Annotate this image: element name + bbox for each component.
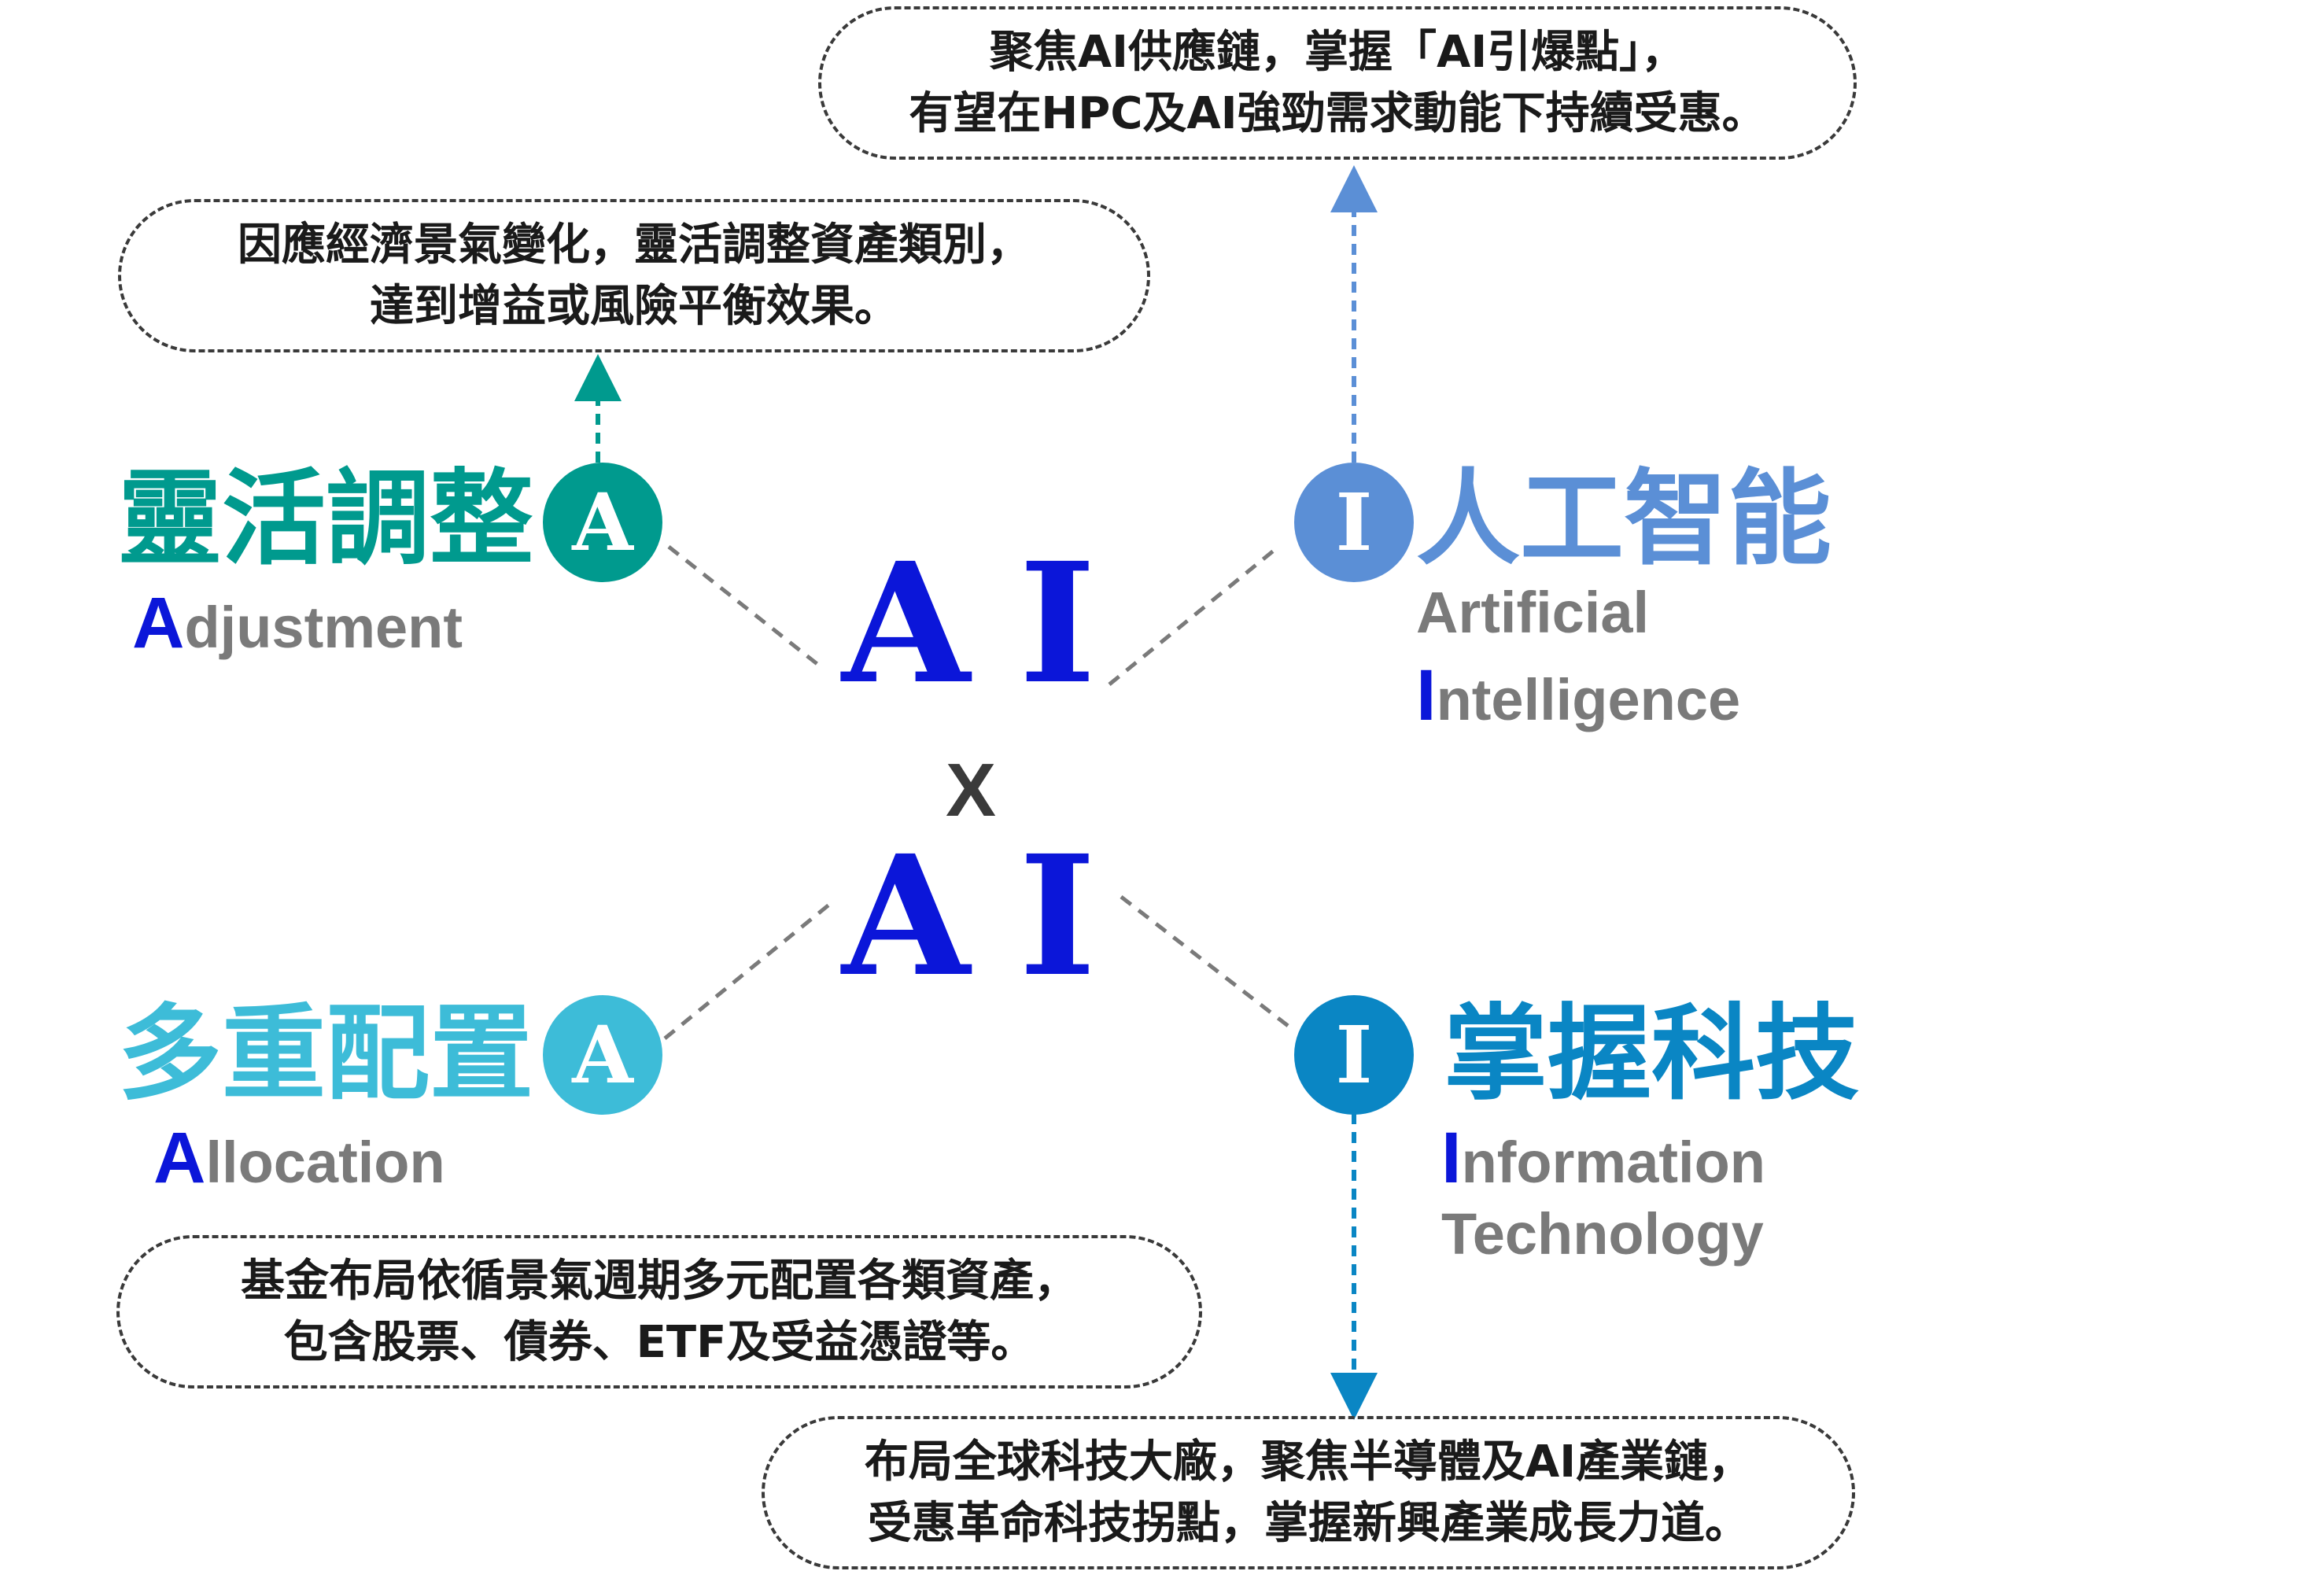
bubble-ai-line-1: 聚焦AI供應鏈，掌握「AI引爆點」， [989,26,1686,78]
english-adjustment: Adjustment [132,587,463,662]
connector-top-right [1108,545,1280,686]
bubble-adjustment: 因應經濟景氣變化，靈活調整資產類別， 達到增益或風險平衡效果。 [118,199,1150,352]
bubble-adjustment-line-1: 因應經濟景氣變化，靈活調整資產類別， [238,219,1031,271]
bubble-ai-supply-chain: 聚焦AI供應鏈，掌握「AI引爆點」， 有望在HPC及AI強勁需求動能下持續受惠。 [818,6,1857,160]
title-adjustment: 靈活調整 [118,459,533,580]
english-adjustment-cap: A [132,583,185,663]
english-allocation-cap: A [153,1118,206,1198]
connector-top-left [667,545,820,666]
connector-bottom-left [663,899,836,1040]
english-intelligence: Intelligence [1416,659,1741,735]
center-times: X [946,748,997,832]
title-it: 掌握科技 [1444,994,1859,1115]
center-bottom-i: I [1019,819,1097,1013]
center-top-a: A [842,526,970,721]
bubble-allocation-line-2: 包含股票、債券、ETF及受益憑證等。 [283,1316,1035,1368]
english-artificial: Artificial [1416,580,1650,645]
english-information: Information [1441,1122,1765,1197]
title-ai: 人工智能 [1416,459,1832,580]
bubble-tech: 布局全球科技大廠，聚焦半導體及AI產業鏈， 受惠革命科技拐點，掌握新興產業成長力… [762,1416,1855,1569]
english-intelligence-rest: ntelligence [1436,667,1741,732]
bubble-ai-line-2: 有望在HPC及AI強勁需求動能下持續受惠。 [909,87,1766,139]
english-information-rest: nformation [1461,1130,1765,1195]
english-allocation: Allocation [153,1122,445,1197]
english-information-cap: I [1441,1118,1462,1198]
connector-bottom-right [1120,895,1296,1032]
badge-a-allocation-icon: A [543,995,662,1115]
bubble-tech-line-2: 受惠革命科技拐點，掌握新興產業成長力道。 [868,1497,1749,1549]
bubble-adjustment-line-2: 達到增益或風險平衡效果。 [370,280,898,332]
english-allocation-rest: llocation [205,1130,445,1195]
badge-i-it-icon: I [1294,995,1414,1115]
english-intelligence-cap: I [1416,655,1437,736]
english-adjustment-rest: djustment [184,595,463,660]
bubble-tech-line-1: 布局全球科技大廠，聚焦半導體及AI產業鏈， [864,1436,1753,1488]
english-technology: Technology [1441,1201,1764,1267]
badge-a-adjustment-icon: A [543,463,662,582]
badge-i-ai-icon: I [1294,463,1414,582]
bubble-allocation: 基金布局依循景氣週期多元配置各類資產， 包含股票、債券、ETF及受益憑證等。 [116,1235,1202,1388]
center-top-i: I [1019,526,1097,721]
center-bottom-a: A [842,819,970,1013]
bubble-allocation-line-1: 基金布局依循景氣週期多元配置各類資產， [241,1255,1078,1307]
title-allocation: 多重配置 [118,994,533,1115]
